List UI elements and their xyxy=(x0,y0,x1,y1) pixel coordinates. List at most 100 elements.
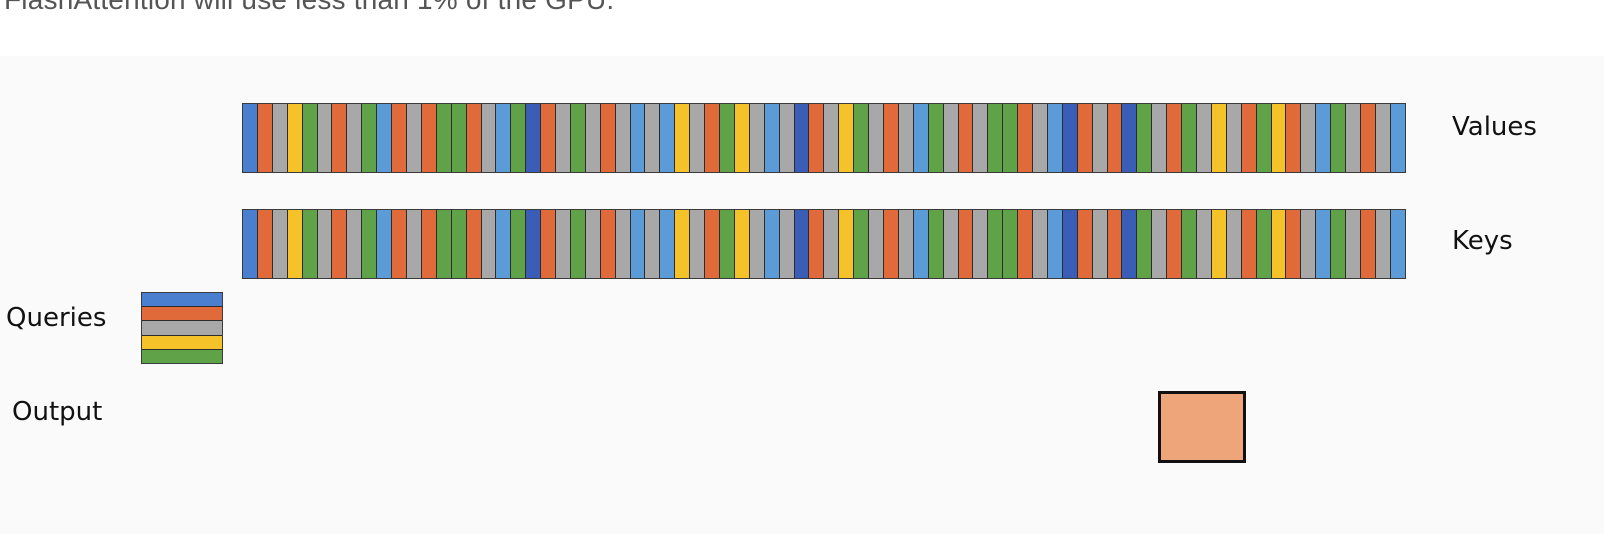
value-cell-lightblue xyxy=(764,104,780,172)
keys-strip xyxy=(242,209,1406,279)
key-cell-gray xyxy=(347,210,363,278)
key-cell-gray xyxy=(1197,210,1212,278)
value-cell-orange xyxy=(809,104,825,172)
value-cell-green xyxy=(302,104,318,172)
key-cell-yellow xyxy=(1271,210,1287,278)
key-cell-gray xyxy=(1152,210,1168,278)
value-cell-gray xyxy=(406,104,422,172)
key-cell-lightblue xyxy=(1316,210,1332,278)
queries-label: Queries xyxy=(6,303,107,333)
value-cell-orange xyxy=(883,104,899,172)
key-cell-gray xyxy=(943,210,959,278)
value-cell-green xyxy=(928,104,944,172)
value-cell-orange xyxy=(1241,104,1257,172)
value-cell-yellow xyxy=(1211,104,1227,172)
value-cell-green xyxy=(1137,104,1153,172)
query-row-gray xyxy=(142,321,222,336)
key-cell-green xyxy=(570,210,586,278)
key-cell-orange xyxy=(421,210,437,278)
value-cell-blue xyxy=(243,104,258,172)
key-cell-orange xyxy=(1018,210,1034,278)
key-cell-green xyxy=(511,210,527,278)
key-cell-lightblue xyxy=(1047,210,1063,278)
value-cell-gray xyxy=(1375,104,1391,172)
value-cell-gray xyxy=(898,104,914,172)
value-cell-gray xyxy=(1226,104,1242,172)
key-cell-lightblue xyxy=(630,210,646,278)
value-cell-gray xyxy=(1033,104,1048,172)
value-cell-orange xyxy=(466,104,482,172)
value-cell-lightblue xyxy=(1047,104,1063,172)
value-cell-orange xyxy=(1018,104,1034,172)
value-cell-yellow xyxy=(734,104,750,172)
value-cell-gray xyxy=(1152,104,1168,172)
key-cell-gray xyxy=(824,210,840,278)
key-cell-gray xyxy=(1092,210,1108,278)
value-cell-orange xyxy=(1077,104,1093,172)
key-cell-yellow xyxy=(1211,210,1227,278)
value-cell-yellow xyxy=(839,104,855,172)
value-cell-lightblue xyxy=(1316,104,1332,172)
value-cell-orange xyxy=(332,104,348,172)
intro-text: FlashAttention will use less than 1% of … xyxy=(4,0,614,16)
value-cell-lightblue xyxy=(1390,104,1405,172)
value-cell-gray xyxy=(615,104,631,172)
key-cell-gray xyxy=(317,210,333,278)
key-cell-orange xyxy=(466,210,482,278)
value-cell-gray xyxy=(481,104,497,172)
key-cell-gray xyxy=(869,210,884,278)
key-cell-darkblue xyxy=(1062,210,1078,278)
value-cell-orange xyxy=(958,104,974,172)
key-cell-darkblue xyxy=(526,210,542,278)
value-cell-gray xyxy=(347,104,363,172)
key-cell-green xyxy=(1331,210,1347,278)
value-cell-green xyxy=(570,104,586,172)
key-cell-gray xyxy=(779,210,795,278)
value-cell-orange xyxy=(600,104,616,172)
value-cell-green xyxy=(1256,104,1272,172)
key-cell-darkblue xyxy=(794,210,810,278)
value-cell-yellow xyxy=(287,104,303,172)
value-cell-darkblue xyxy=(526,104,542,172)
values-label: Values xyxy=(1452,112,1537,142)
value-cell-green xyxy=(1003,104,1019,172)
key-cell-blue xyxy=(243,210,258,278)
value-cell-orange xyxy=(257,104,273,172)
key-cell-orange xyxy=(1286,210,1302,278)
key-cell-gray xyxy=(1301,210,1317,278)
key-cell-orange xyxy=(1360,210,1376,278)
key-cell-orange xyxy=(1241,210,1257,278)
value-cell-gray xyxy=(1197,104,1212,172)
key-cell-lightblue xyxy=(913,210,929,278)
value-cell-gray xyxy=(317,104,333,172)
query-row-blue xyxy=(142,293,222,308)
key-cell-gray xyxy=(406,210,422,278)
key-cell-green xyxy=(1137,210,1153,278)
key-cell-orange xyxy=(600,210,616,278)
value-cell-orange xyxy=(1107,104,1123,172)
value-cell-gray xyxy=(1346,104,1361,172)
value-cell-darkblue xyxy=(794,104,810,172)
key-cell-green xyxy=(302,210,318,278)
value-cell-green xyxy=(1331,104,1347,172)
key-cell-orange xyxy=(1167,210,1183,278)
key-cell-orange xyxy=(257,210,273,278)
value-cell-gray xyxy=(973,104,989,172)
value-cell-yellow xyxy=(1271,104,1287,172)
key-cell-green xyxy=(928,210,944,278)
value-cell-lightblue xyxy=(660,104,676,172)
key-cell-green xyxy=(988,210,1004,278)
key-cell-green xyxy=(436,210,452,278)
value-cell-lightblue xyxy=(630,104,646,172)
key-cell-yellow xyxy=(839,210,855,278)
queries-block xyxy=(141,292,223,364)
value-cell-green xyxy=(362,104,378,172)
key-cell-lightblue xyxy=(1390,210,1405,278)
value-cell-orange xyxy=(1360,104,1376,172)
key-cell-gray xyxy=(690,210,706,278)
key-cell-gray xyxy=(645,210,661,278)
keys-label: Keys xyxy=(1452,226,1513,256)
key-cell-orange xyxy=(541,210,557,278)
key-cell-gray xyxy=(585,210,601,278)
key-cell-green xyxy=(1003,210,1019,278)
